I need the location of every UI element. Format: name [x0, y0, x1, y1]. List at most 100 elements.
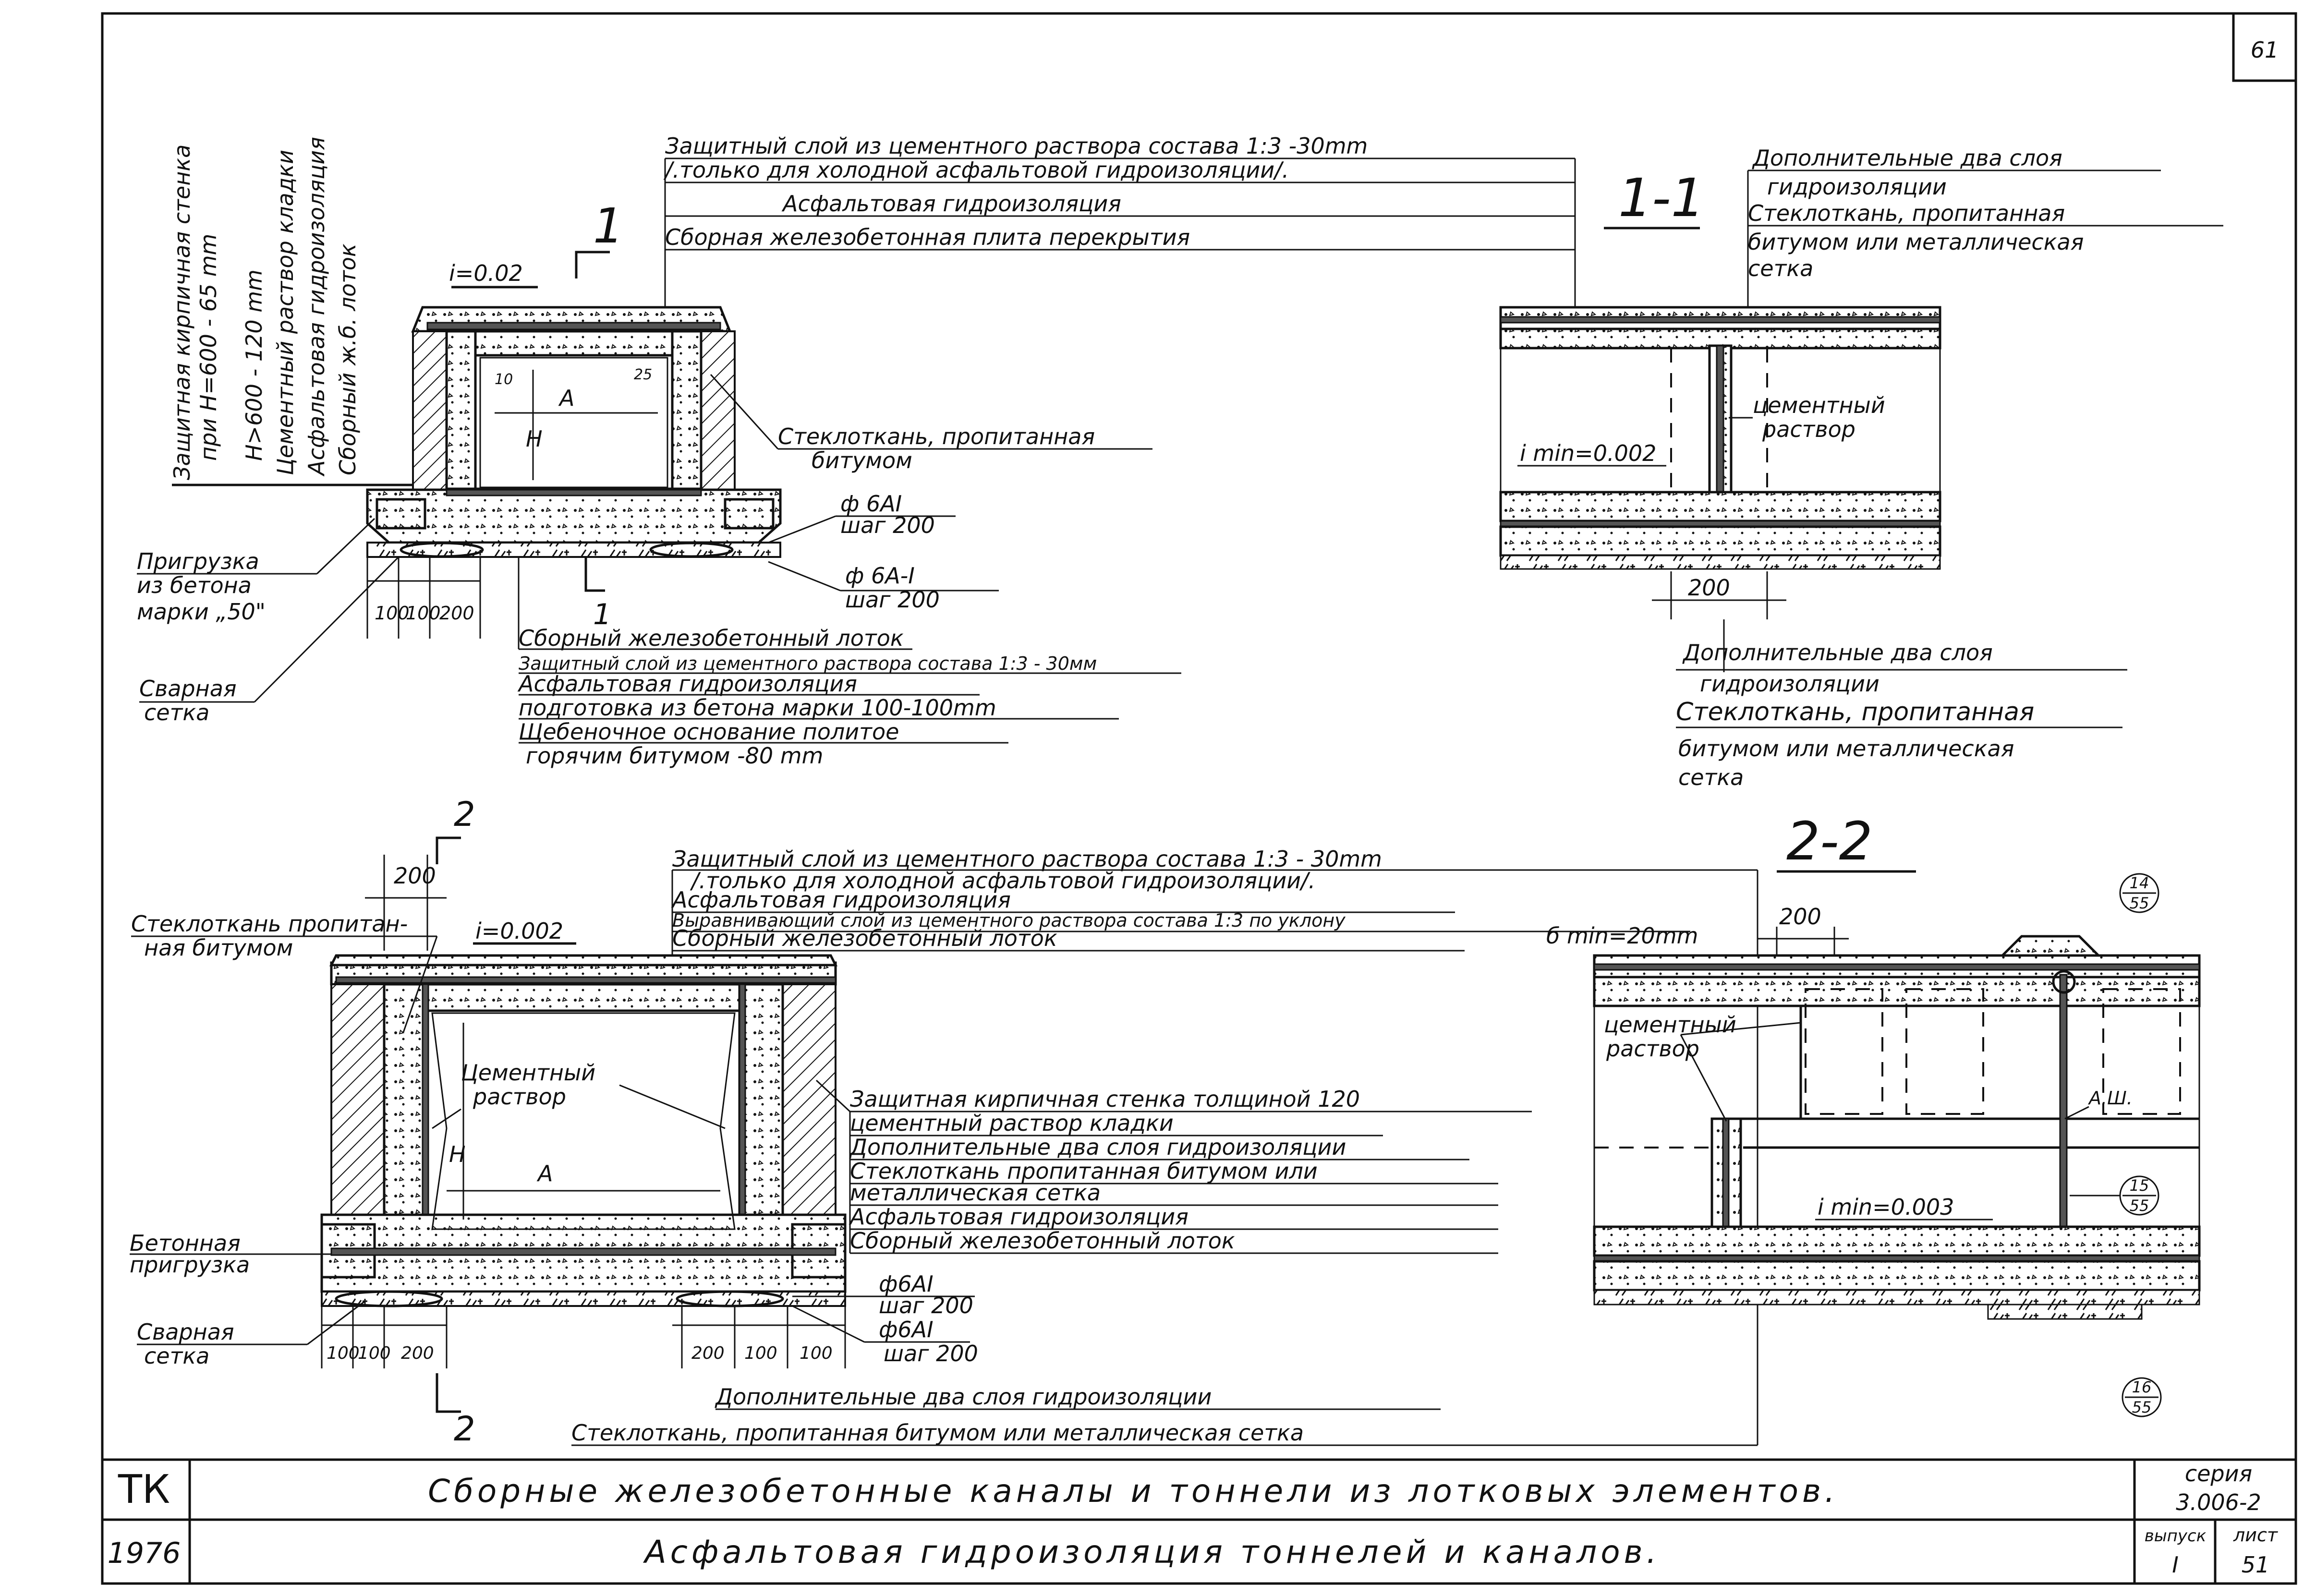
ref-top: 15 — [2130, 1176, 2149, 1195]
d2-right-label: Стеклоткань пропитанная битумом или — [850, 1158, 1318, 1184]
d2-dim-right: 100 — [744, 1343, 777, 1363]
d2-right-label: Защитная кирпичная стенка толщиной 120 — [850, 1086, 1360, 1112]
d2-glass: ная битумом — [144, 935, 293, 961]
d2-section-mark-bottom: 2 — [454, 1409, 475, 1449]
ref-marker: 16 55 — [2122, 1377, 2162, 1417]
d2-dim-right: 200 — [691, 1343, 725, 1363]
d2-dim200: 200 — [394, 863, 436, 889]
ref-marker: 14 55 — [2119, 873, 2159, 913]
d1-mesh-label: сетка — [144, 700, 209, 725]
section-2-drawing: A H Цементный раствор 200 i=0.002 2 2 10… — [320, 795, 847, 1449]
d2-right-label: цементный раствор кладки — [850, 1110, 1174, 1136]
s22-mortar: раствор — [1606, 1036, 1699, 1062]
ref-bottom: 55 — [2130, 894, 2149, 912]
outer-frame — [101, 12, 2297, 1585]
d2-dim-H: H — [449, 1141, 466, 1167]
title-block-issue-label: выпуск — [2145, 1526, 2207, 1546]
d1-bottom-labels: Сборный железобетонный лоток Защитный сл… — [517, 557, 1181, 769]
vertical-label: при H=600 - 65 mm — [195, 234, 221, 461]
d2-dim-left: 100 — [358, 1343, 391, 1363]
s22-dim: 200 — [1779, 904, 1821, 930]
d2-dim-left: 200 — [401, 1343, 434, 1363]
d1-bottom-label: Щебеночное основание политое — [519, 719, 899, 745]
d2-top-labels: Защитный слой из цементного раствора сос… — [671, 846, 1758, 1445]
d2-rebar1: ф6AI — [879, 1271, 934, 1297]
d1-bottom-label: подготовка из бетона марки 100-100mm — [519, 695, 996, 721]
title-block-series-value: 3.006-2 — [2176, 1489, 2261, 1515]
d2-glass: Стеклоткань пропитан- — [131, 911, 408, 937]
d2-bottom-labels: Дополнительные два слоя гидроизоляции Ст… — [571, 1384, 1758, 1446]
d1-bottom-label: Сборный железобетонный лоток — [519, 625, 904, 651]
d1-bottom-label: Защитный слой из цементного раствора сос… — [519, 653, 1097, 674]
d2-left-labels: Бетонная пригрузка Сварная сетка — [130, 1230, 365, 1369]
d2-right-label: Асфальтовая гидроизоляция — [849, 1204, 1188, 1230]
ref-top: 14 — [2130, 874, 2149, 892]
d2-left-label: Бетонная — [130, 1230, 241, 1256]
title-block-tk: ТК — [118, 1467, 170, 1512]
d2-top-label: Асфальтовая гидроизоляция — [671, 887, 1011, 913]
vertical-label: Сборный ж.б. лоток — [335, 243, 361, 475]
d2-section-mark: 2 — [454, 795, 475, 834]
d2-mortar: Цементный — [461, 1060, 595, 1086]
s11-top-label: сетка — [1748, 255, 1813, 281]
d2-dim-left: 100 — [327, 1343, 360, 1363]
ref-bottom: 55 — [2130, 1197, 2149, 1215]
d1-top-labels: Защитный слой из цементного раствора сос… — [663, 133, 1576, 307]
d2-right-label: Дополнительные два слоя гидроизоляции — [849, 1134, 1346, 1160]
d1-dim: 100 — [375, 603, 410, 624]
vertical-label: Защитная кирпичная стенка — [169, 145, 195, 480]
d1-right-labels: Стеклоткань, пропитанная битумом ф 6AI ш… — [710, 374, 1152, 613]
vertical-label-group: Защитная кирпичная стенка при H=600 - 65… — [169, 137, 452, 486]
d1-dim: 200 — [439, 603, 474, 624]
d1-bottom-label: Асфальтовая гидроизоляция — [517, 671, 857, 697]
d2-rebar2-step: шаг 200 — [884, 1341, 978, 1366]
d1-rebar2: ф 6A-I — [845, 563, 915, 589]
d2-glass-label: Стеклоткань пропитан- ная битумом — [131, 911, 438, 1033]
s11-top-label: Стеклоткань, пропитанная — [1748, 200, 2065, 226]
ref-bottom: 55 — [2132, 1398, 2152, 1416]
d1-slope: i=0.02 — [449, 260, 523, 286]
s11-mortar: цементный — [1753, 392, 1885, 418]
d2-top-label: Выравнивающий слой из цементного раствор… — [672, 910, 1346, 931]
ref-top: 16 — [2132, 1378, 2152, 1396]
section-2-2-drawing: 2-2 200 цементный раствор А.Ш. i min=0.0… — [1593, 810, 2201, 1417]
s11-bottom-label: сетка — [1678, 764, 1744, 790]
d1-section-mark-bottom: 1 — [593, 598, 611, 631]
vertical-label: Цементный раствор кладки — [272, 150, 298, 475]
sheet-number: 61 — [2251, 37, 2279, 63]
d2-slope: i=0.002 — [475, 918, 563, 944]
title-block-sheet-value: 51 — [2242, 1552, 2270, 1578]
d1-right-label: битумом — [812, 447, 912, 473]
s11-top-label: Дополнительные два слоя — [1752, 145, 2062, 171]
title-block-year: 1976 — [108, 1536, 181, 1570]
s11-title: 1-1 — [1618, 167, 1705, 229]
section-1-drawing: A H 10 25 i=0.02 1 1 100 100 200 — [366, 198, 782, 639]
d2-top-label: Защитный слой из цементного раствора сос… — [672, 846, 1382, 872]
d1-dim-A: A — [558, 385, 574, 411]
d2-dim-right: 100 — [800, 1343, 833, 1363]
s22-slope: i min=0.003 — [1818, 1194, 1954, 1220]
d2-mesh-label: сетка — [144, 1343, 209, 1369]
s11-top-label: битумом или металлическая — [1748, 229, 2084, 255]
d2-bottom-label: Дополнительные два слоя гидроизоляции — [715, 1384, 1212, 1410]
d1-bottom-label: горячим битумом -80 mm — [526, 743, 823, 769]
d1-dim: 100 — [406, 603, 441, 624]
s11-bottom-label: битумом или металлическая — [1678, 736, 2014, 762]
d2-rebar-labels: ф6AI шаг 200 ф6AI шаг 200 — [792, 1271, 978, 1366]
d1-left-label: из бетона — [137, 572, 252, 598]
s11-bottom-label: гидроизоляции — [1700, 671, 1879, 697]
d1-rebar1: ф 6AI — [840, 491, 902, 517]
d2-dim-A: A — [536, 1161, 553, 1186]
title-block-series-label: серия — [2185, 1461, 2252, 1487]
section-1-1-drawing: 1-1 цементный раствор i min=0.002 200 — [1499, 167, 1941, 672]
d2-top-label: /.только для холодной асфальтовой гидрои… — [690, 868, 1315, 894]
d1-right-label: Стеклоткань, пропитанная — [778, 423, 1095, 449]
ref-marker: 15 55 — [2070, 1175, 2159, 1216]
d1-dim-10: 10 — [495, 371, 513, 388]
d2-mortar: раствор — [473, 1084, 566, 1110]
d2-bottom-label: Стеклоткань, пропитанная битумом или мет… — [571, 1420, 1304, 1446]
d2-rebar2: ф6AI — [879, 1317, 934, 1342]
d1-dim-H: H — [526, 426, 543, 452]
d1-top-label: Защитный слой из цементного раствора сос… — [665, 133, 1368, 159]
